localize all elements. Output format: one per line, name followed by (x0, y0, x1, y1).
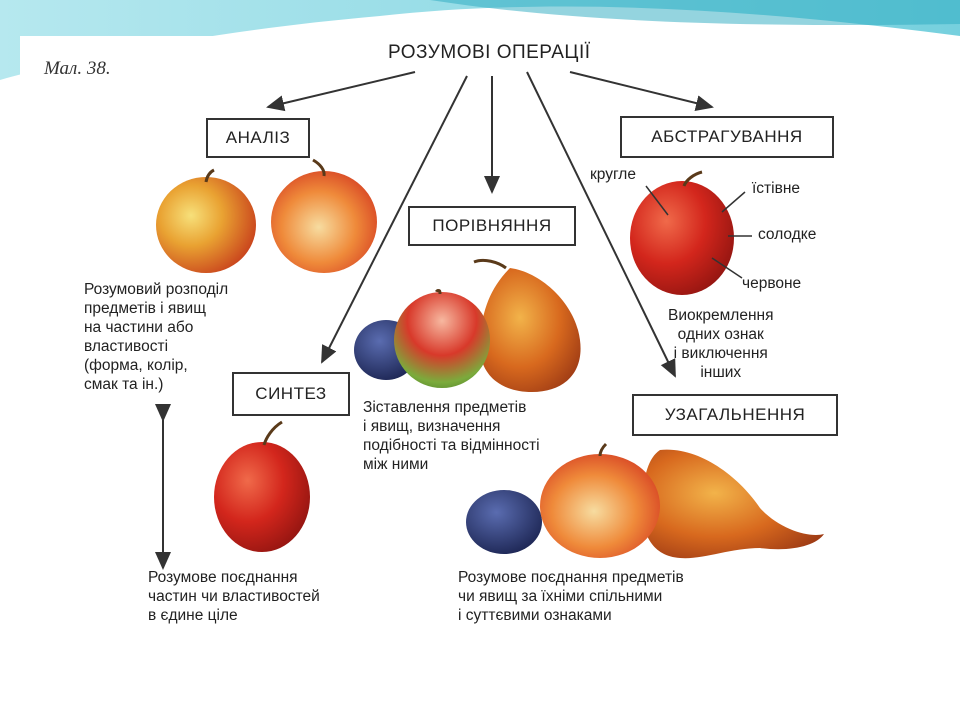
generalization-apple (540, 454, 660, 558)
feature-line-red (711, 257, 743, 279)
synthesis-description: Розумове поєднання частин чи властивосте… (148, 569, 320, 624)
feature-line-round (645, 185, 669, 216)
generalization-pear (641, 449, 824, 559)
feature-label-red: червоне (742, 275, 802, 292)
generalization-fruits (466, 442, 824, 559)
comparison-box: ПОРІВНЯННЯ (408, 206, 576, 246)
analysis-description: Розумовий розподіл предметів і явищ на ч… (84, 281, 229, 393)
feature-label-round: кругле (590, 166, 636, 183)
generalization-box: УЗАГАЛЬНЕННЯ (632, 394, 838, 436)
synthesis-apple (214, 420, 310, 552)
comparison-apple (394, 292, 490, 388)
generalization-description: Розумове поєднання предметів чи явищ за … (458, 569, 684, 624)
feature-label-edible: їстівне (752, 180, 801, 197)
arrow-to-generalization (526, 71, 676, 378)
comparison-pear (479, 268, 581, 392)
feature-label-sweet: солодке (758, 226, 817, 243)
arrow-to-analysis (266, 71, 416, 112)
arrow-to-synthesis (321, 75, 468, 364)
analysis-apple-left (156, 168, 256, 273)
diagram-title: РОЗУМОВІ ОПЕРАЦІЇ (388, 42, 591, 63)
analysis-box: АНАЛІЗ (206, 118, 310, 158)
abstraction-apple (630, 170, 752, 295)
arrow-to-abstraction (569, 71, 714, 111)
feature-line-edible (721, 191, 746, 213)
comparison-description: Зіставлення предметів і явищ, визначення… (363, 399, 540, 473)
generalization-plum (466, 490, 542, 554)
abstraction-box: АБСТРАГУВАННЯ (620, 116, 834, 158)
comparison-fruits (354, 258, 581, 392)
abstraction-description: Виокремлення одних ознак і виключення ін… (668, 307, 774, 381)
synthesis-box: СИНТЕЗ (232, 372, 350, 416)
analysis-apple-right (271, 158, 377, 273)
figure-label: Мал. 38. (44, 58, 111, 79)
